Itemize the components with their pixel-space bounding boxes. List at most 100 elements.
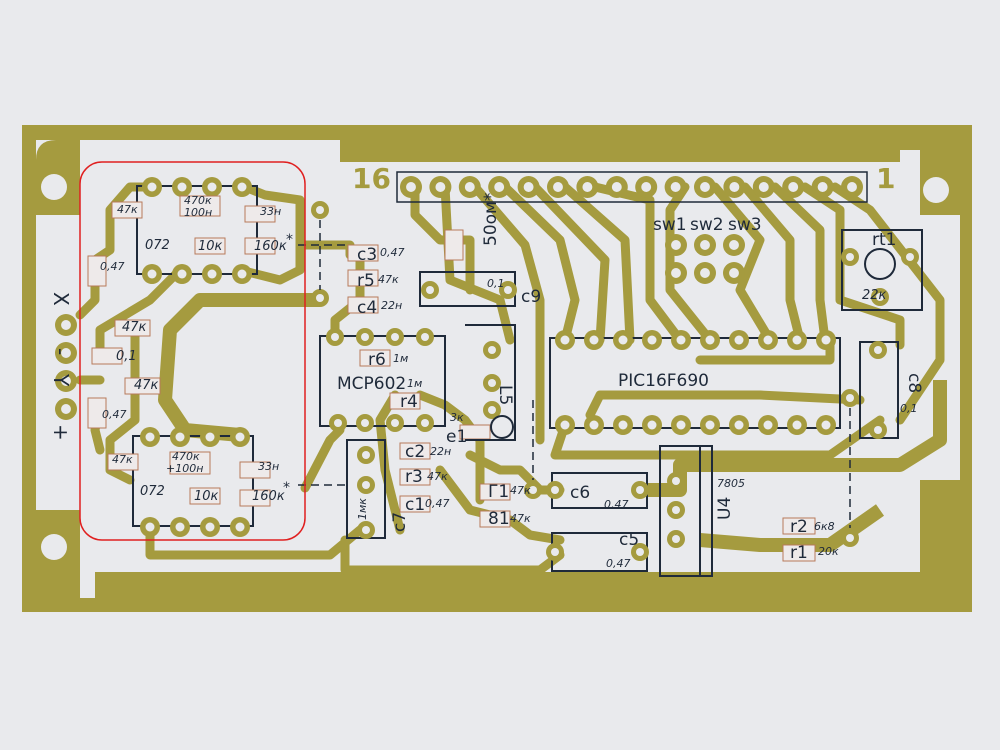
drill-hole (553, 182, 563, 192)
label: 47к (510, 512, 531, 525)
label: 0,47 (380, 246, 405, 259)
connector-minus-label: - (49, 348, 73, 355)
drill-hole (611, 182, 622, 192)
label: 47к (122, 320, 147, 335)
label: 0,1 (487, 277, 505, 290)
drill-hole (207, 182, 217, 192)
highlight-frame (79, 161, 306, 541)
label: U4 (715, 497, 735, 520)
drill-hole (175, 522, 185, 532)
header-pin-last-label: 1 (876, 162, 895, 195)
label: sw3 (728, 215, 762, 235)
label: 33н (258, 460, 279, 473)
label: c8 (904, 373, 924, 393)
drill-hole (705, 335, 715, 345)
label: * (286, 232, 293, 248)
label: r6 (368, 350, 386, 370)
label: 10к (198, 239, 223, 254)
label: 22н (430, 445, 451, 458)
drill-hole (435, 182, 446, 192)
drill-hole (177, 269, 187, 279)
connector-plus-label: + (49, 424, 73, 441)
drill-hole (61, 320, 71, 330)
label: 470к (172, 450, 200, 463)
drill-hole (145, 432, 155, 442)
drill-hole (589, 420, 599, 430)
drill-hole (676, 335, 686, 345)
label: 47к (378, 273, 399, 286)
drill-hole (817, 182, 828, 192)
label: 0,47 (606, 557, 631, 570)
label: Г1 (488, 482, 509, 502)
label: 47к (117, 203, 138, 216)
label: 81 (488, 509, 510, 529)
label: +100н (166, 462, 203, 475)
drill-hole (560, 335, 570, 345)
mcp602-label: MCP602 (337, 374, 406, 394)
label: r1 (790, 543, 808, 563)
label: 100н (184, 206, 212, 219)
label: r2 (790, 517, 808, 537)
label: 470к (184, 194, 212, 207)
label: c7 (390, 512, 410, 532)
label: 0,47 (100, 260, 125, 273)
label: 22к (862, 288, 887, 303)
pin-header-16 (396, 171, 868, 203)
label: r3 (405, 467, 423, 487)
drill-hole (671, 240, 681, 250)
filter-top-footprint (136, 177, 258, 284)
label: 33н (260, 205, 281, 218)
drill-hole (618, 420, 628, 430)
drill-hole (175, 432, 185, 442)
connector-x-label: X (49, 292, 73, 306)
drill-hole (589, 335, 599, 345)
label: 10к (194, 489, 219, 504)
label: 3к (450, 411, 464, 424)
label: 1м (393, 352, 408, 365)
drill-hole (235, 522, 245, 532)
label: 20к (818, 545, 839, 558)
drill-hole (705, 420, 715, 430)
label: 50ом* (481, 193, 501, 246)
drill-hole (700, 268, 710, 278)
label: c9 (521, 287, 541, 307)
label: c6 (570, 483, 590, 503)
label: 47к (427, 470, 448, 483)
label: 072 (140, 484, 165, 499)
label: 47к (134, 378, 159, 393)
drill-hole (235, 432, 245, 442)
label: c1 (405, 495, 425, 515)
drill-hole (763, 420, 773, 430)
label: c4 (357, 298, 377, 318)
drill-hole (647, 420, 657, 430)
connector-y-label: Y (49, 373, 73, 387)
drill-hole (205, 522, 215, 532)
label: 0,47 (102, 408, 127, 421)
drill-hole (847, 182, 857, 192)
drill-hole (145, 522, 155, 532)
drill-hole (734, 335, 744, 345)
label: * (283, 480, 290, 496)
drill-hole (821, 335, 831, 345)
drill-hole (237, 182, 247, 192)
labels: 16 1 X - Y + 47к 470к 100н 33н 072 10к 1… (49, 162, 924, 570)
drill-hole (671, 268, 681, 278)
drill-hole (670, 182, 681, 192)
label: c2 (405, 442, 425, 462)
drill-hole (147, 182, 157, 192)
drill-hole (618, 335, 628, 345)
label: rt1 (872, 230, 896, 250)
drill-hole (788, 182, 799, 192)
label: 1мк (356, 498, 369, 520)
drill-hole (676, 420, 686, 430)
drill-hole (641, 182, 652, 192)
smd-components (87, 195, 816, 562)
label: 072 (145, 238, 170, 253)
regulator-label: 7805 (717, 477, 745, 490)
label: c5 (619, 530, 639, 550)
drill-hole (61, 404, 71, 414)
label: 0,47 (425, 497, 450, 510)
mounting-holes (41, 174, 949, 560)
drill-hole (177, 182, 187, 192)
